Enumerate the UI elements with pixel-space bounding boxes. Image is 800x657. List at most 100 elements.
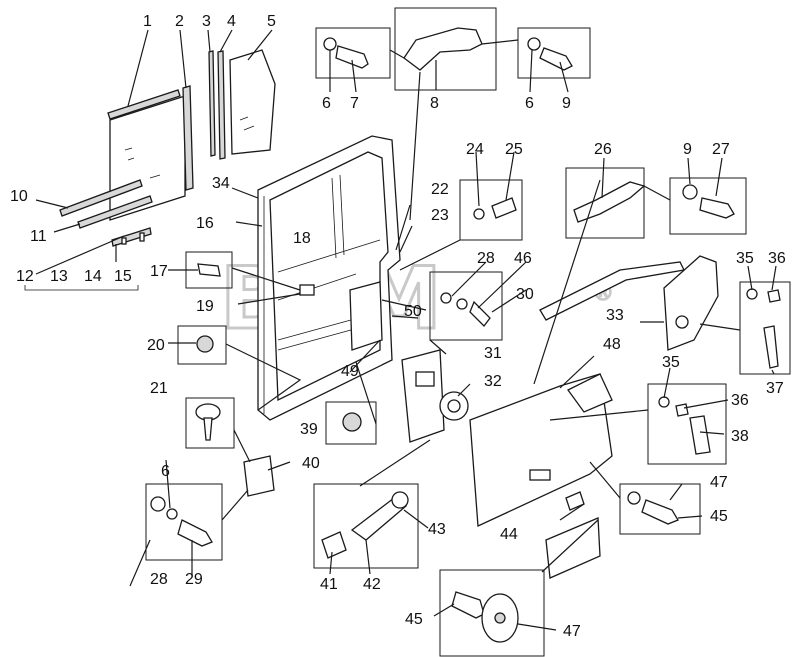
part-35-washer-a [746, 288, 758, 300]
part-31-latch [415, 371, 435, 387]
label-26: 26 [594, 141, 612, 158]
part-26-bracket [573, 181, 646, 223]
part-31-plate [401, 349, 445, 443]
part-5-vent-glass [229, 49, 276, 155]
label-6a: 6 [322, 95, 331, 112]
label-1: 1 [143, 13, 152, 30]
box-6-28-29 [145, 483, 223, 561]
label-41: 41 [320, 576, 338, 593]
label-19: 19 [196, 298, 214, 315]
leaders-22-23 [395, 204, 461, 271]
part-15-clip-a [121, 237, 127, 245]
trim-panel-group [439, 373, 727, 657]
part-35-washer-b [658, 396, 670, 408]
part-28-washer [440, 292, 452, 304]
window-glass-group [24, 49, 276, 291]
box-21 [185, 397, 235, 449]
leaders-6-28-29 [129, 459, 193, 587]
label-39: 39 [300, 421, 318, 438]
label-36a: 36 [768, 250, 786, 267]
box-24-25 [459, 179, 523, 241]
leaders-35-37 [747, 265, 777, 375]
part-15-clip-b [139, 232, 145, 242]
label-47b: 47 [563, 623, 581, 640]
part-18-catch [299, 284, 315, 296]
label-5: 5 [267, 13, 276, 30]
lock-mech-group [401, 271, 503, 443]
part-28-washer-b [150, 496, 166, 512]
part-47-hole [494, 612, 506, 624]
box-20 [177, 325, 227, 365]
label-13: 13 [50, 268, 68, 285]
label-11: 11 [30, 228, 47, 245]
part-10-strip [59, 179, 143, 217]
part-41-spring [321, 531, 347, 559]
label-49: 49 [341, 363, 359, 380]
box-39 [325, 401, 377, 445]
leaders-left [35, 199, 125, 275]
label-9b: 9 [683, 141, 692, 158]
leaders-24-27 [475, 151, 723, 207]
leader-lines [35, 29, 777, 631]
glass-reflection [124, 147, 161, 179]
part-6-washer-b [527, 37, 541, 51]
part-14-channel [111, 227, 152, 247]
frame-pillar [331, 174, 345, 259]
part-44-cap [565, 491, 585, 511]
part-36-clip-b [675, 403, 689, 417]
leaders-21-40 [221, 429, 291, 521]
leaders-31-32 [359, 339, 471, 487]
label-32: 32 [484, 373, 502, 390]
label-46: 46 [514, 250, 532, 267]
part-47-washer-a [627, 491, 641, 505]
part-33-pivot [675, 315, 689, 329]
label-40: 40 [302, 455, 320, 472]
leaders-28-46-30 [451, 261, 527, 313]
label-25: 25 [505, 141, 523, 158]
label-29: 29 [185, 571, 203, 588]
trim-panel-slot [529, 469, 551, 481]
label-2: 2 [175, 13, 184, 30]
label-31: 31 [484, 345, 502, 362]
part-29-bolt [177, 519, 213, 547]
leaders-top-left [127, 29, 273, 107]
box-35-38 [647, 383, 727, 465]
box-41-43 [313, 483, 419, 569]
part-6-washer-a [323, 37, 337, 51]
part-40-block [243, 455, 275, 497]
part-20-grommet [196, 335, 214, 353]
label-20: 20 [147, 337, 165, 354]
part-45-screw-a [641, 499, 679, 525]
part-25-bolt [491, 197, 517, 219]
box-6-7 [315, 27, 391, 79]
label-15: 15 [114, 268, 132, 285]
part-6-washer-c [166, 508, 178, 520]
part-46-bolt [469, 300, 491, 327]
box-9-27 [669, 177, 747, 235]
part-28-nut [456, 298, 468, 310]
label-23: 23 [431, 207, 449, 224]
part-1-strip [107, 89, 181, 120]
label-48: 48 [603, 336, 621, 353]
lock-cavity [349, 281, 383, 351]
leaders-39-49 [349, 339, 381, 425]
label-24: 24 [466, 141, 484, 158]
part-36-clip-a [767, 289, 781, 303]
box-17 [185, 251, 233, 289]
part-48-trim-panel [469, 373, 613, 527]
vent-reflection [239, 116, 255, 131]
handle-group [315, 7, 591, 221]
leaders-45a-47a [669, 483, 703, 519]
part-11-strip [77, 195, 153, 229]
part-4-seal [217, 50, 226, 160]
label-21: 21 [150, 380, 168, 397]
leaders-33 [640, 321, 741, 331]
label-10: 10 [10, 188, 28, 205]
label-35b: 35 [662, 354, 680, 371]
door-frame [257, 135, 401, 421]
part-39-grommet [342, 412, 362, 432]
bracket-12 [24, 285, 139, 291]
label-33: 33 [606, 307, 624, 324]
box-26 [565, 167, 645, 239]
